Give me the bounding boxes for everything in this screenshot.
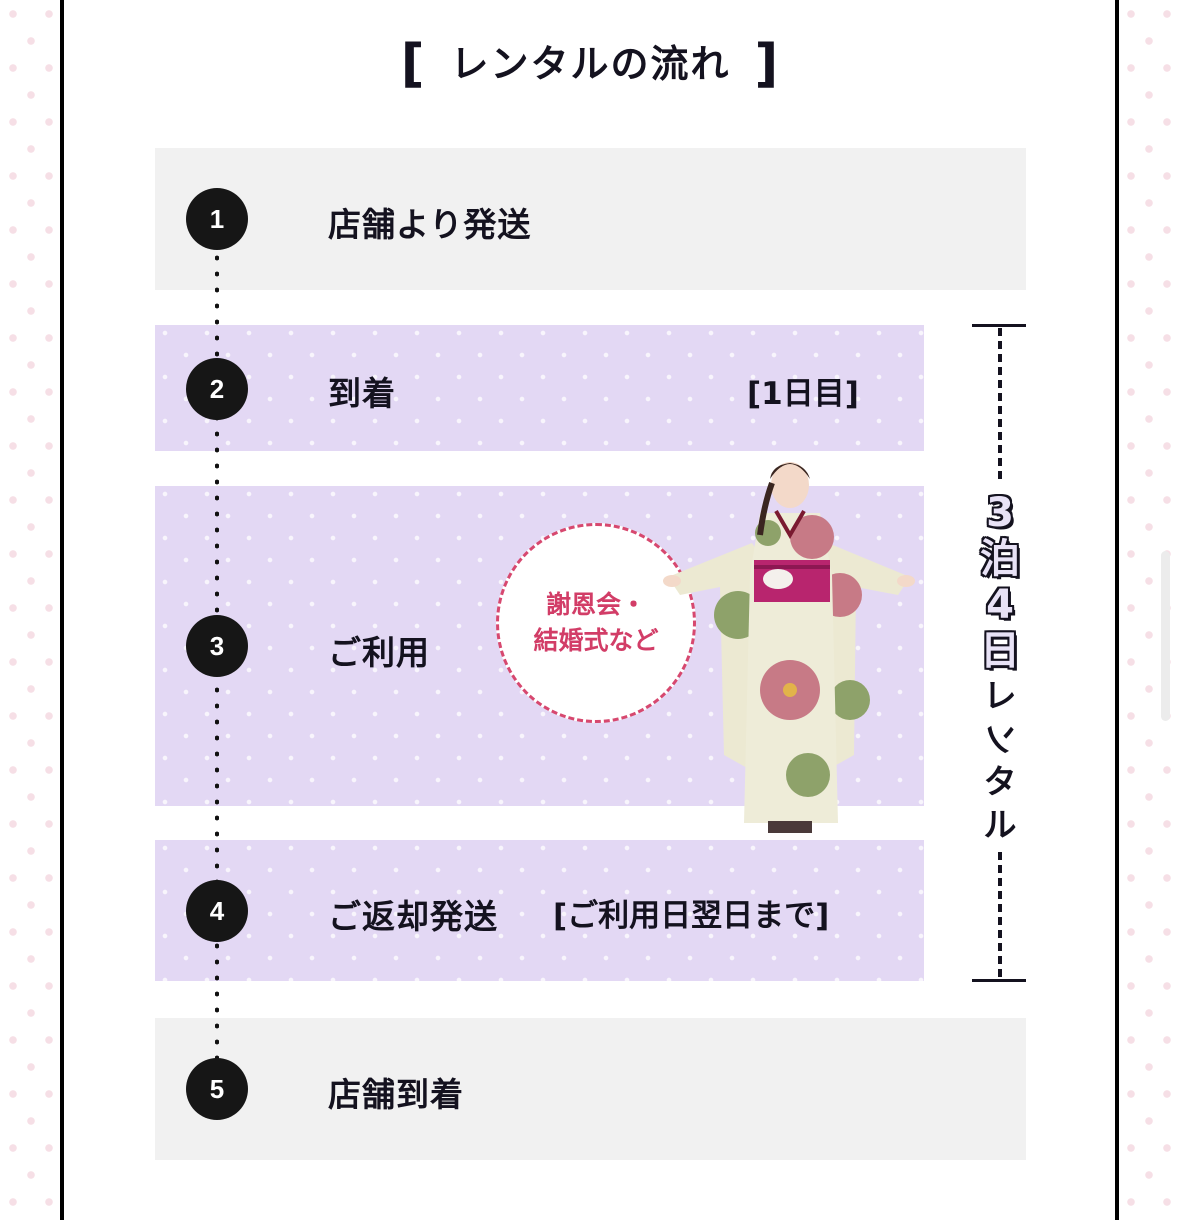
- duration-char: レ: [983, 676, 1017, 715]
- kimono-model-image: [663, 462, 915, 833]
- step-number-badge: 4: [186, 880, 248, 942]
- left-pattern-margin: [0, 0, 60, 1220]
- callout-line-2: 結婚式など: [533, 626, 659, 655]
- frame-border-right: [1115, 0, 1119, 1220]
- step-label: 到着: [328, 374, 396, 413]
- scrollbar[interactable]: [1161, 551, 1170, 721]
- callout-line-1: 謝恩会・: [545, 590, 646, 619]
- duration-label-vertical: 3 泊 4 日 レ ン タ ル: [976, 490, 1024, 846]
- step-row-1: 店舗より発送: [155, 148, 1026, 290]
- step-number-badge: 2: [186, 358, 248, 420]
- step-label: ご利用: [328, 633, 430, 672]
- title-bracket-open: [: [400, 34, 425, 94]
- step-label: 店舗より発送: [328, 205, 532, 244]
- step-number-badge: 5: [186, 1058, 248, 1120]
- step-label: ご返却発送: [328, 897, 498, 936]
- step-note: [ご利用日翌日まで]: [553, 898, 830, 934]
- section-title-text: レンタルの流れ: [448, 34, 733, 94]
- step-note: [1日目]: [747, 376, 859, 412]
- step-label: 店舗到着: [328, 1075, 464, 1114]
- duration-char: 日: [980, 628, 1020, 674]
- title-bracket-close: ]: [754, 34, 779, 94]
- duration-bracket-top: [972, 324, 1026, 327]
- step-row-4: ご返却発送 [ご利用日翌日まで]: [155, 840, 924, 981]
- section-title: [ レンタルの流れ ]: [64, 34, 1115, 94]
- duration-char: 4: [986, 582, 1014, 628]
- duration-char: 泊: [980, 536, 1020, 582]
- step-number-badge: 1: [186, 188, 248, 250]
- duration-dashed-line: [998, 852, 1002, 978]
- duration-bracket-bottom: [972, 979, 1026, 982]
- step-number-badge: 3: [186, 615, 248, 677]
- duration-char: ン: [980, 722, 1020, 755]
- step-row-2: 到着 [1日目]: [155, 325, 924, 451]
- step-row-5: 店舗到着: [155, 1018, 1026, 1160]
- rental-flow-section: [ レンタルの流れ ] 店舗より発送 到着 [1日目] ご利用 ご返却発送 [ご…: [64, 0, 1115, 1220]
- duration-char: タ: [983, 762, 1017, 801]
- duration-dashed-line: [998, 328, 1002, 483]
- usage-callout-bubble: 謝恩会・ 結婚式など: [496, 523, 696, 723]
- frame-border-left: [60, 0, 64, 1220]
- duration-char: ル: [983, 805, 1017, 844]
- duration-char: 3: [986, 490, 1014, 536]
